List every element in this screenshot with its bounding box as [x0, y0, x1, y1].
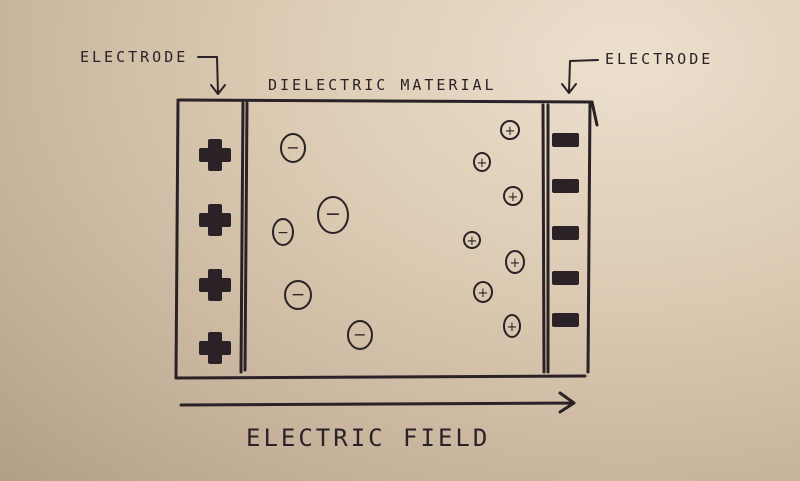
negative-charge-icon: −	[284, 280, 312, 310]
electrode-right-label-group: ELECTRODE	[561, 50, 713, 94]
dielectric-label: DIELECTRIC MATERIAL	[268, 76, 497, 94]
positive-charge-icon: +	[473, 152, 491, 172]
electrode-right-label: ELECTRODE	[605, 50, 713, 68]
electrode-plus-icon	[199, 332, 231, 364]
svg-text:−: −	[286, 138, 299, 157]
svg-text:−: −	[353, 325, 366, 344]
negative-charge-icon: −	[347, 320, 373, 350]
left-electrode-charges	[199, 139, 231, 364]
positive-charge-icon: +	[500, 120, 520, 140]
svg-text:+: +	[507, 320, 518, 335]
svg-text:+: +	[505, 124, 516, 139]
svg-text:−: −	[277, 225, 289, 241]
capacitor-box	[174, 98, 599, 380]
electrode-minus-icon	[552, 271, 579, 285]
positive-charge-icon: +	[463, 231, 481, 249]
negative-charge-icon: −	[317, 196, 349, 234]
svg-text:+: +	[510, 256, 521, 271]
positive-charge-icon: +	[473, 281, 493, 303]
electrode-plus-icon	[199, 204, 231, 236]
dielectric-charges: − − − − − + + + + + + +	[272, 120, 525, 350]
electrode-minus-icon	[552, 226, 579, 240]
electrode-left-label: ELECTRODE	[80, 48, 188, 66]
svg-text:+: +	[478, 286, 489, 301]
arrow-left-electrode-icon	[197, 56, 226, 95]
positive-charge-icon: +	[503, 186, 523, 206]
svg-text:+: +	[477, 156, 488, 171]
electrode-minus-icon	[552, 133, 579, 147]
electric-field-arrow-icon	[179, 391, 576, 414]
electrode-plus-icon	[199, 139, 231, 171]
electrode-minus-icon	[552, 313, 579, 327]
electrode-plus-icon	[199, 269, 231, 301]
right-electrode-charges	[552, 133, 579, 327]
svg-text:−: −	[325, 203, 341, 225]
negative-charge-icon: −	[280, 133, 306, 163]
electrode-minus-icon	[552, 179, 579, 193]
svg-text:+: +	[508, 190, 519, 205]
positive-charge-icon: +	[505, 250, 525, 274]
arrow-right-electrode-icon	[561, 59, 599, 94]
svg-text:−: −	[291, 285, 305, 305]
svg-text:+: +	[467, 234, 478, 249]
negative-charge-icon: −	[272, 218, 294, 246]
electric-field-label: ELECTRIC FIELD	[246, 424, 490, 452]
positive-charge-icon: +	[503, 314, 521, 338]
electrode-left-label-group: ELECTRODE	[80, 48, 226, 95]
